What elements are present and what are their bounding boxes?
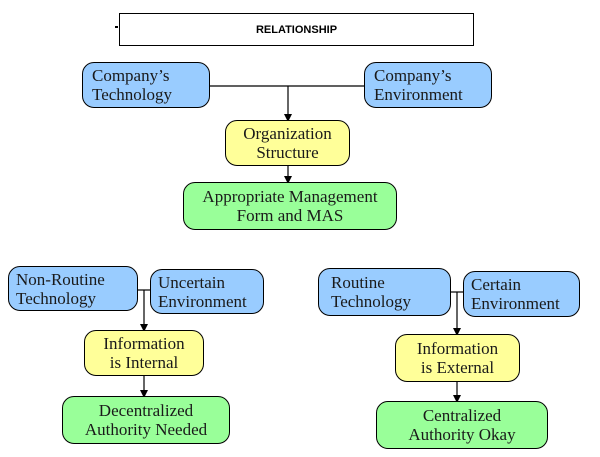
- certain-environment-line-2: Environment: [471, 294, 560, 313]
- decentralized-authority-line-1: Decentralized: [98, 401, 194, 420]
- centralized-authority-line-1: Centralized: [422, 406, 502, 425]
- company-environment-line-2: Environment: [374, 85, 463, 104]
- uncertain-environment-line-2: Environment: [158, 291, 247, 311]
- information-external-line-2: is External: [420, 358, 495, 377]
- diagram-title: RELATIONSHIP: [119, 13, 474, 46]
- information-internal-line-2: is Internal: [109, 353, 179, 372]
- management-form-box: Appropriate Management Form and MAS: [183, 182, 397, 230]
- company-environment-box: Company’s Environment: [364, 62, 492, 108]
- centralized-authority-box: Centralized Authority Okay: [376, 401, 548, 449]
- information-internal-line-1: Information: [103, 334, 185, 353]
- organization-structure-box: Organization Structure: [225, 120, 350, 166]
- certain-environment-line-1: Certain: [471, 275, 522, 294]
- certain-environment-box: Certain Environment: [463, 271, 580, 317]
- routine-technology-box: Routine Technology: [318, 268, 451, 316]
- company-technology-box: Company’s Technology: [82, 62, 210, 108]
- management-form-line-1: Appropriate Management: [202, 187, 378, 206]
- uncertain-environment-box: Uncertain Environment: [150, 269, 264, 314]
- non-routine-technology-box: Non-Routine Technology: [8, 266, 138, 311]
- information-internal-box: Information is Internal: [84, 330, 204, 376]
- organization-structure-line-2: Structure: [256, 143, 319, 162]
- decentralized-authority-box: Decentralized Authority Needed: [62, 396, 230, 444]
- decentralized-authority-line-2: Authority Needed: [84, 420, 208, 439]
- management-form-line-2: Form and MAS: [236, 206, 344, 225]
- company-technology-line-1: Company’s: [92, 66, 170, 85]
- uncertain-environment-line-1: Uncertain: [158, 272, 226, 292]
- information-external-line-1: Information: [416, 339, 499, 358]
- routine-technology-line-2: Technology: [331, 292, 412, 311]
- title-tick-mark: [115, 26, 118, 28]
- non-routine-technology-line-1: Non-Routine: [16, 269, 105, 289]
- information-external-box: Information is External: [395, 334, 520, 382]
- routine-technology-line-1: Routine: [331, 273, 385, 292]
- non-routine-technology-line-2: Technology: [16, 288, 97, 308]
- company-technology-line-2: Technology: [92, 85, 173, 104]
- company-environment-line-1: Company’s: [374, 66, 452, 85]
- centralized-authority-line-2: Authority Okay: [408, 425, 516, 444]
- organization-structure-line-1: Organization: [243, 124, 332, 143]
